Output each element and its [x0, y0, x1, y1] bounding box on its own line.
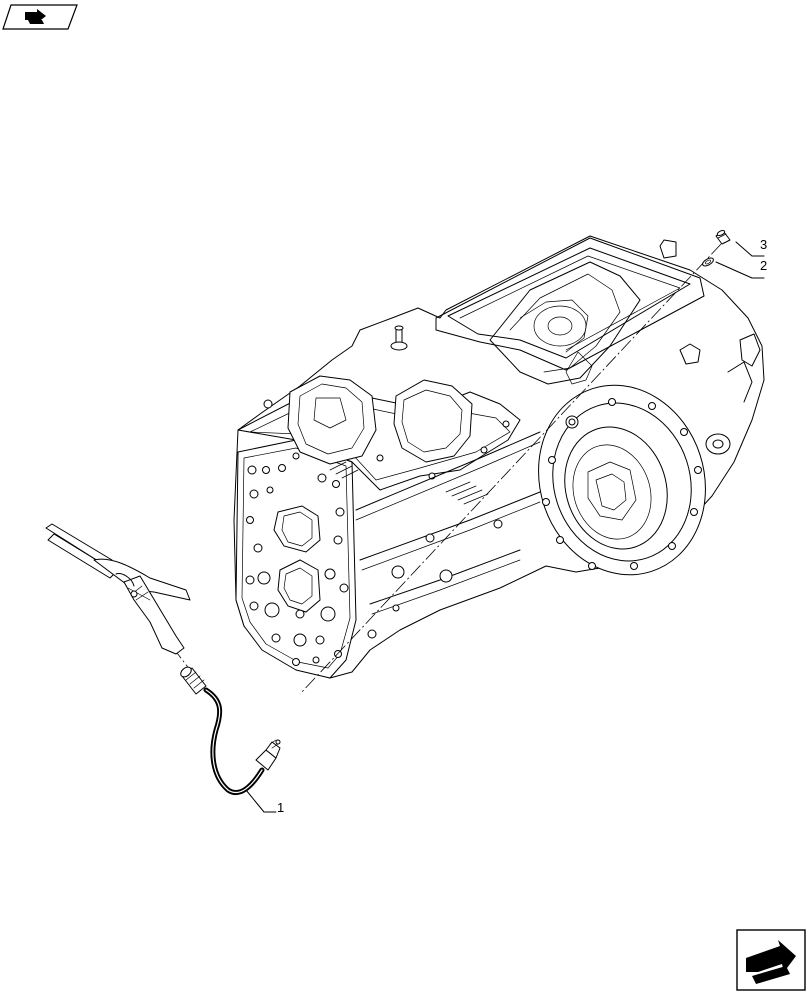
leader-line-2: [715, 261, 765, 279]
sensor-cable-part-1[interactable]: [179, 665, 281, 795]
callout-1: 1: [277, 800, 284, 815]
transmission-housing: [233, 235, 765, 679]
wiring-harness: [45, 523, 191, 655]
next-page-icon[interactable]: [736, 929, 806, 991]
navigate-icon[interactable]: [2, 4, 78, 30]
callout-3: 3: [760, 237, 767, 252]
plug-part-3[interactable]: [715, 229, 731, 245]
seal-ring-part-2[interactable]: [701, 256, 714, 267]
assembly-centerline: [299, 243, 722, 695]
callout-2: 2: [760, 258, 767, 273]
leader-line-3: [735, 241, 765, 257]
leader-line-1: [245, 789, 277, 813]
